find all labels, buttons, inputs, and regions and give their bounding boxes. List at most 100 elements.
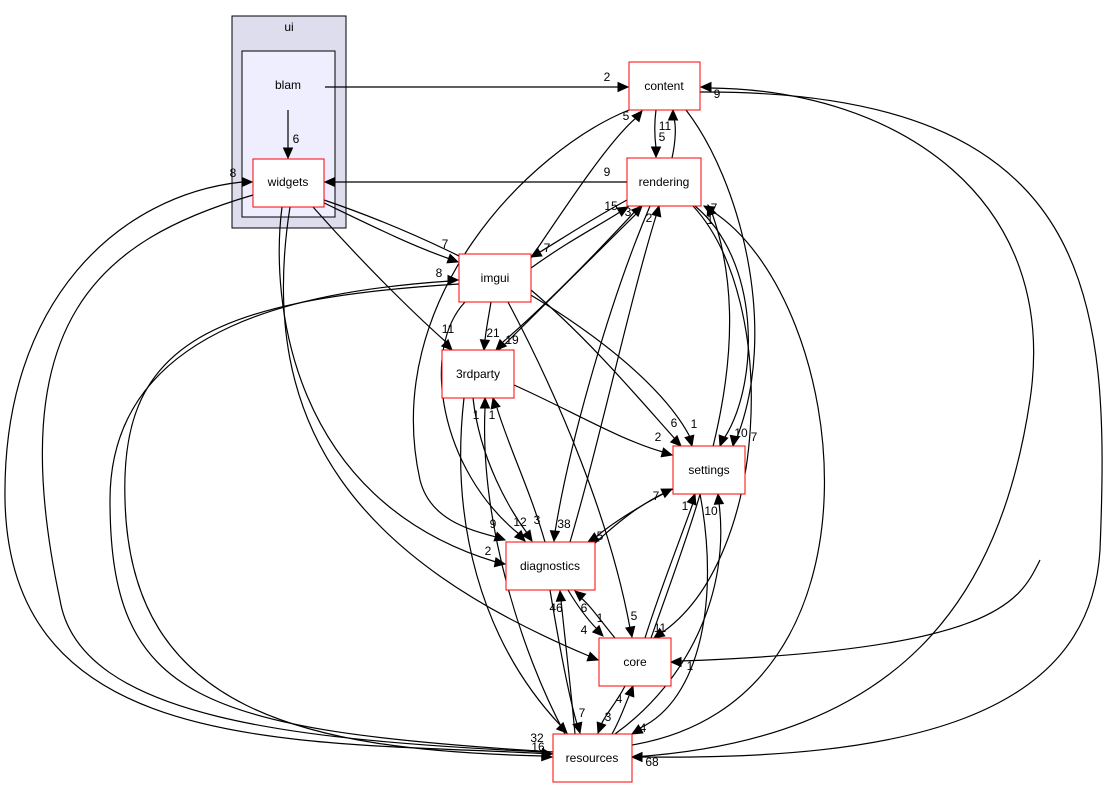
edge-3rdparty-to-diagnostics[interactable]: 3 [472, 397, 541, 544]
edge-weight-label: 2 [604, 70, 611, 84]
edge-resources-to-diagnostics[interactable]: 46 [549, 589, 576, 735]
edge-widgets-to-3rdparty[interactable]: 11 [312, 206, 455, 353]
edge-resources-to-rendering[interactable]: 7 [631, 201, 826, 746]
edge-imgui-to-content[interactable]: 5 [530, 108, 645, 259]
edge-content-to-settings[interactable]: 7 [685, 109, 758, 448]
edge-diagnostics-to-rendering[interactable]: 2 [569, 204, 663, 543]
edge-weight-label: 1 [707, 213, 714, 227]
edge-line [671, 118, 676, 159]
node-rendering[interactable]: rendering [626, 157, 702, 207]
edge-core-to-resources[interactable]: 3 [594, 685, 626, 735]
edge-widgets-to-core[interactable]: 4 [282, 206, 600, 664]
node-diagnostics[interactable]: diagnostics [505, 541, 596, 591]
arrowhead-icon [650, 146, 662, 159]
edge-core-to-diagnostics[interactable]: 6 [572, 588, 616, 639]
node-diagnostics-label: diagnostics [520, 559, 580, 573]
edge-rendering-to-widgets[interactable]: 9 [323, 165, 627, 188]
arrowhead-icon [490, 396, 501, 410]
edge-content-to-core[interactable]: 1 [669, 559, 1041, 673]
edge-rendering-to-settings[interactable]: 10 [694, 205, 749, 448]
edge-blam-to-widgets[interactable]: 6 [282, 110, 300, 160]
edge-imgui-to-resources[interactable]: 16 [124, 283, 554, 762]
edge-blam-to-content[interactable]: 2 [325, 70, 630, 93]
cluster-blam-label: blam [275, 78, 301, 92]
edge-line [654, 109, 657, 149]
edge-line [4, 181, 554, 755]
edge-imgui-to-3rdparty[interactable]: 21 [479, 301, 500, 352]
edge-weight-label: 1 [473, 408, 480, 422]
edge-widgets-to-diagnostics[interactable]: 2 [278, 206, 507, 568]
edge-line [580, 597, 616, 639]
edge-rendering-to-imgui[interactable]: 7 [529, 199, 628, 261]
edge-weight-label: 10 [704, 504, 718, 518]
arrowhead-icon [446, 253, 460, 264]
edge-widgets-to-imgui[interactable]: 7 [317, 199, 460, 266]
node-resources-label: resources [566, 751, 619, 765]
edge-resources-to-settings[interactable]: 10 [614, 492, 725, 735]
node-resources[interactable]: resources [552, 733, 633, 783]
edge-line [631, 210, 826, 746]
arrowhead-icon [669, 656, 682, 668]
edge-diagnostics-to-resources[interactable]: 7 [549, 589, 586, 735]
arrowhead-icon [572, 721, 583, 735]
node-rendering-box [626, 157, 702, 207]
node-imgui[interactable]: imgui [458, 253, 532, 303]
edge-weight-label: 5 [597, 529, 604, 543]
edge-weight-label: 7 [544, 241, 551, 255]
edge-imgui-to-rendering[interactable]: 15 [530, 199, 630, 269]
node-3rdparty[interactable]: 3rdparty [441, 349, 515, 399]
arrowhead-icon [574, 590, 587, 602]
arrowhead-icon [702, 205, 716, 216]
edge-line [614, 502, 722, 735]
node-imgui-box [458, 253, 532, 303]
edge-line [549, 589, 578, 725]
edge-line [440, 301, 520, 535]
edge-core-to-settings[interactable]: 1 [644, 492, 699, 639]
edge-settings-to-resources[interactable]: 4 [630, 493, 709, 738]
edge-rendering-to-3rdparty[interactable]: 19 [493, 205, 641, 353]
edge-line [659, 205, 752, 635]
edge-diagnostics-to-core[interactable]: 1 [567, 589, 606, 639]
node-settings[interactable]: settings [672, 445, 746, 495]
edge-content-to-rendering[interactable]: 5 [650, 109, 666, 159]
edge-content-to-resources[interactable]: 68 [630, 91, 1103, 769]
edge-weight-label: 32 [530, 731, 544, 745]
edge-diagnostics-to-3rdparty[interactable]: 1 [489, 396, 546, 543]
arrowhead-icon [591, 624, 604, 637]
node-content[interactable]: content [628, 61, 701, 111]
edge-content-to-diagnostics[interactable]: 9 [412, 109, 630, 544]
node-core[interactable]: core [598, 637, 672, 687]
edge-line [560, 599, 576, 735]
arrowhead-icon [686, 492, 697, 506]
edge-line [278, 206, 497, 563]
edge-3rdparty-to-settings[interactable]: 2 [513, 384, 674, 459]
edge-3rdparty-to-rendering[interactable]: 3 [498, 203, 645, 351]
edge-rendering-to-core[interactable]: 11 [651, 205, 752, 642]
arrowhead-icon [529, 247, 543, 258]
edge-weight-label: 1 [687, 659, 694, 673]
edge-rendering-to-content[interactable]: 11 [659, 108, 679, 159]
arrowhead-icon [699, 81, 712, 93]
edge-resources-to-widgets[interactable]: 8 [4, 166, 554, 755]
edge-weight-label: 38 [557, 517, 571, 531]
edge-line [507, 301, 631, 629]
arrowhead-icon [729, 434, 741, 448]
edge-resources-to-core[interactable]: 4 [611, 684, 637, 735]
edge-weight-label: 1 [597, 611, 604, 625]
edge-imgui-to-settings[interactable]: 6 [530, 289, 684, 449]
edge-rendering-to-diagnostics[interactable]: 38 [549, 205, 651, 543]
edge-diagnostics-to-settings[interactable]: 7 [592, 485, 674, 546]
edge-line [282, 206, 590, 657]
edge-line [631, 87, 1035, 758]
edge-widgets-to-settings[interactable]: 1 [323, 199, 698, 448]
edge-resources-to-content[interactable]: 9 [631, 81, 1035, 758]
edge-weight-label: 3 [625, 205, 632, 219]
arrowhead-icon [624, 684, 635, 698]
edge-weight-label: 1 [489, 408, 496, 422]
edge-line [639, 493, 709, 729]
edge-imgui-to-core[interactable]: 5 [507, 301, 638, 639]
edge-weight-label: 5 [623, 109, 630, 123]
node-3rdparty-box [441, 349, 515, 399]
node-widgets[interactable]: widgets [252, 158, 325, 208]
edge-settings-to-diagnostics[interactable]: 5 [586, 488, 674, 546]
